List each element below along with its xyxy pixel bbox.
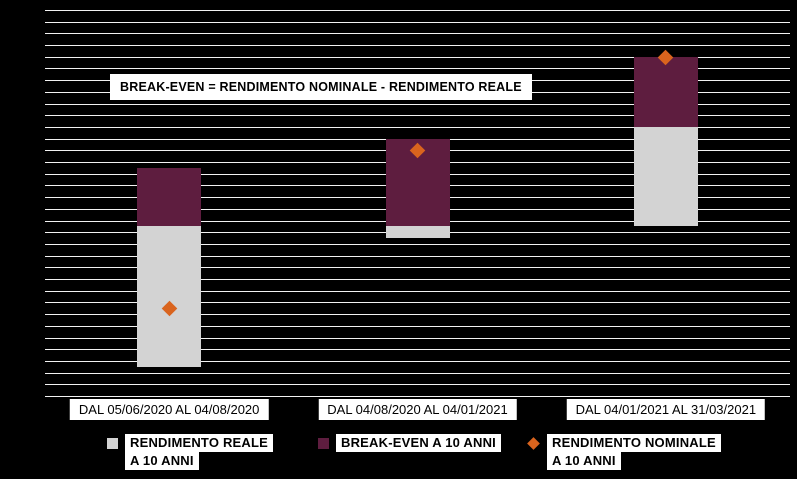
legend-label-line: A 10 ANNI xyxy=(547,452,621,470)
gridline xyxy=(45,349,790,350)
gridline xyxy=(45,33,790,34)
gridline xyxy=(45,45,790,46)
x-axis-label: DAL 04/01/2021 AL 31/03/2021 xyxy=(566,399,766,420)
legend-label: BREAK-EVEN A 10 ANNI xyxy=(336,434,501,452)
gridline xyxy=(45,314,790,315)
gridline xyxy=(45,115,790,116)
gridline xyxy=(45,256,790,257)
gridline xyxy=(45,396,790,397)
bar-segment-real-yield xyxy=(385,226,450,238)
x-axis-label: DAL 05/06/2020 AL 04/08/2020 xyxy=(69,399,269,420)
gridline xyxy=(45,104,790,105)
legend-item: BREAK-EVEN A 10 ANNI xyxy=(318,434,501,452)
legend-label-line: RENDIMENTO REALE xyxy=(125,434,274,452)
x-axis-label: DAL 04/08/2020 AL 04/01/2021 xyxy=(318,399,517,420)
legend-label-line: A 10 ANNI xyxy=(125,452,199,470)
gridline xyxy=(45,361,790,362)
gridline xyxy=(45,22,790,23)
gridline xyxy=(45,338,790,339)
break-even-annotation: BREAK-EVEN = RENDIMENTO NOMINALE - RENDI… xyxy=(110,74,532,100)
plot-area xyxy=(45,10,790,397)
gridline xyxy=(45,57,790,58)
bar-segment-break-even xyxy=(633,57,698,127)
legend-label-line: RENDIMENTO NOMINALE xyxy=(547,434,721,452)
gridline xyxy=(45,244,790,245)
gridline xyxy=(45,68,790,69)
bar-segment-break-even xyxy=(137,168,202,226)
x-axis: DAL 05/06/2020 AL 04/08/2020 DAL 04/08/20… xyxy=(45,399,790,425)
legend-square-icon xyxy=(318,438,329,449)
gridline xyxy=(45,373,790,374)
legend-square-icon xyxy=(107,438,118,449)
gridline xyxy=(45,10,790,11)
gridline xyxy=(45,127,790,128)
gridline xyxy=(45,326,790,327)
gridline xyxy=(45,384,790,385)
legend-label-line: BREAK-EVEN A 10 ANNI xyxy=(336,434,501,452)
gridline xyxy=(45,291,790,292)
bar-segment-real-yield xyxy=(137,226,202,367)
gridline xyxy=(45,267,790,268)
gridline xyxy=(45,302,790,303)
gridline xyxy=(45,279,790,280)
legend-diamond-icon xyxy=(527,437,540,450)
bar-segment-real-yield xyxy=(633,127,698,226)
